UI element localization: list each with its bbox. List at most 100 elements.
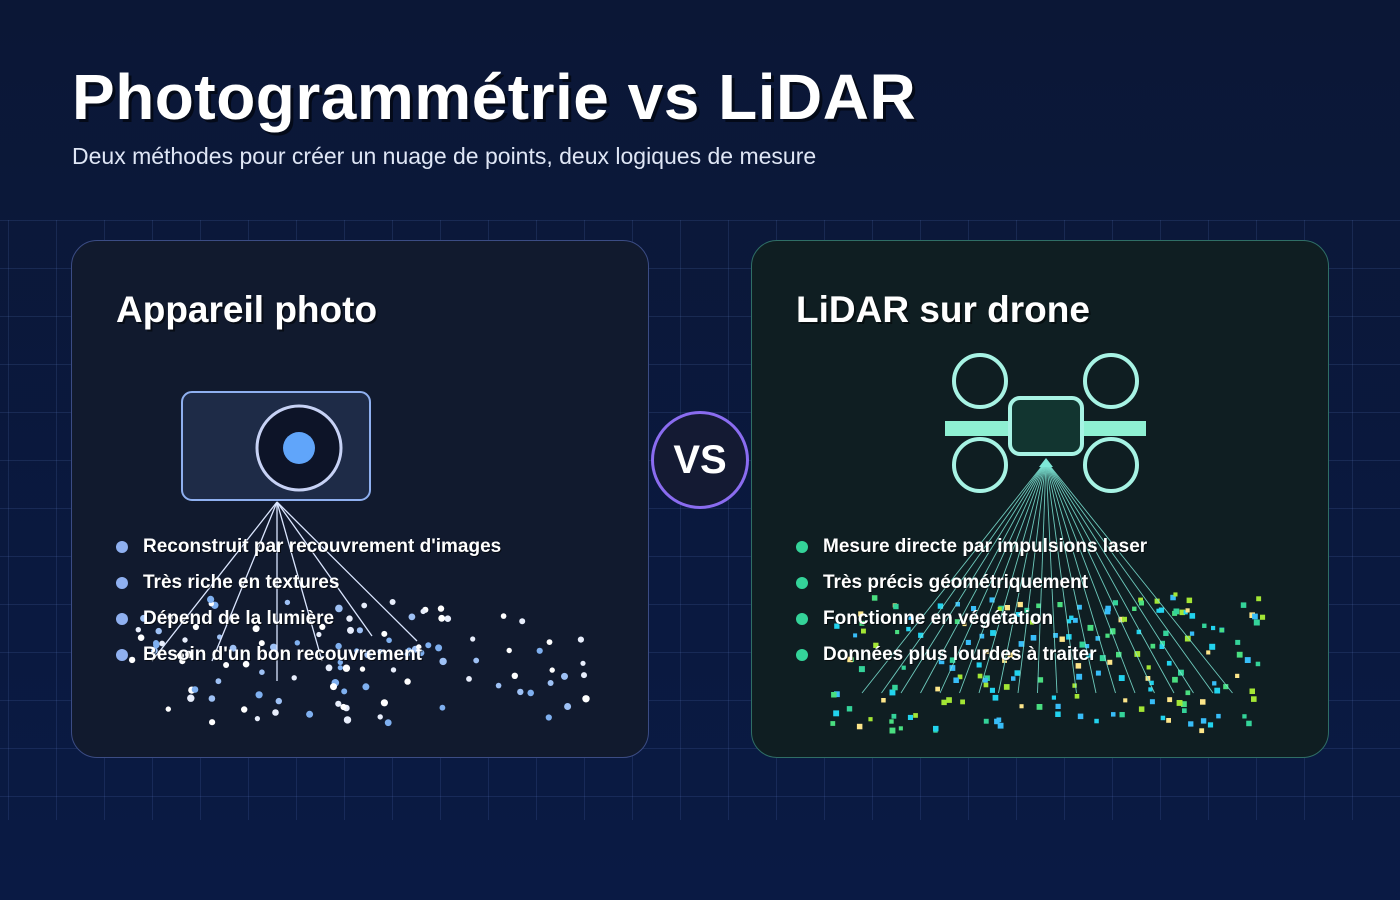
lidar-point bbox=[1240, 602, 1247, 608]
point-cloud-point bbox=[337, 659, 343, 665]
point-cloud-point bbox=[192, 623, 199, 631]
lidar-point bbox=[1116, 651, 1122, 658]
lidar-point bbox=[830, 721, 836, 726]
point-cloud-point bbox=[377, 649, 383, 655]
point-cloud-point bbox=[549, 667, 555, 673]
bullet-dot-icon bbox=[796, 541, 808, 553]
laser-beam bbox=[1037, 460, 1047, 694]
point-cloud-point bbox=[165, 706, 171, 712]
laser-beam bbox=[1045, 460, 1155, 694]
lidar-point bbox=[1076, 673, 1083, 680]
lidar-laser-beams bbox=[861, 458, 1233, 694]
point-cloud-point bbox=[187, 694, 195, 702]
lidar-point bbox=[1185, 690, 1191, 696]
lidar-point bbox=[1149, 680, 1154, 685]
lidar-point bbox=[997, 606, 1002, 611]
lidar-point bbox=[976, 662, 982, 668]
lidar-point bbox=[1185, 608, 1190, 613]
point-cloud-point bbox=[252, 625, 260, 633]
lidar-bullet-list: Mesure directe par impulsions laser Très… bbox=[796, 535, 1147, 679]
lidar-point bbox=[1111, 712, 1116, 717]
point-cloud-point bbox=[386, 637, 392, 644]
lidar-point bbox=[1069, 615, 1074, 620]
lidar-point bbox=[891, 713, 897, 719]
lidar-point bbox=[1167, 697, 1173, 703]
lidar-point bbox=[1207, 722, 1214, 728]
lidar-point bbox=[979, 633, 985, 639]
point-cloud-point bbox=[208, 695, 216, 702]
point-cloud-point bbox=[343, 716, 352, 724]
lidar-point bbox=[1172, 676, 1178, 683]
point-cloud-point bbox=[380, 699, 388, 707]
point-cloud-point bbox=[425, 642, 432, 649]
lidar-point bbox=[871, 595, 878, 601]
lidar-point bbox=[1173, 608, 1180, 615]
point-cloud-point bbox=[389, 599, 396, 605]
lidar-point bbox=[1095, 670, 1101, 676]
point-cloud-point bbox=[151, 647, 158, 654]
lidar-point bbox=[868, 717, 873, 722]
camera-ray bbox=[276, 501, 373, 637]
camera-ray bbox=[276, 501, 418, 642]
lidar-point bbox=[960, 699, 965, 705]
lidar-point bbox=[913, 713, 918, 718]
point-cloud-point bbox=[418, 649, 425, 657]
lidar-point bbox=[1166, 718, 1171, 723]
point-cloud-point bbox=[364, 650, 372, 659]
lidar-point bbox=[1112, 600, 1118, 606]
lidar-point bbox=[1036, 704, 1043, 710]
point-cloud-point bbox=[390, 667, 397, 673]
point-cloud-point bbox=[153, 640, 159, 646]
lidar-point bbox=[938, 658, 945, 665]
lidar-point bbox=[907, 714, 913, 720]
lidar-point bbox=[1260, 614, 1266, 620]
lidar-point bbox=[1104, 608, 1111, 615]
point-cloud-point bbox=[255, 691, 263, 699]
point-cloud-point bbox=[500, 613, 507, 619]
laser-beam bbox=[1045, 460, 1233, 694]
lidar-point bbox=[971, 606, 977, 612]
lidar-point bbox=[853, 633, 858, 638]
lidar-point bbox=[1037, 677, 1044, 683]
lidar-point bbox=[983, 677, 988, 683]
point-cloud-point bbox=[582, 695, 590, 703]
camera-icon bbox=[181, 391, 371, 501]
lidar-point bbox=[1163, 630, 1169, 636]
lidar-point bbox=[846, 706, 853, 712]
lidar-point bbox=[1077, 713, 1084, 720]
lidar-point bbox=[1122, 616, 1127, 622]
lidar-point bbox=[965, 639, 971, 645]
lidar-point bbox=[1235, 639, 1241, 645]
lidar-point bbox=[954, 619, 960, 624]
photo-point-cloud bbox=[128, 595, 590, 727]
lidar-point bbox=[953, 677, 959, 683]
lidar-point bbox=[861, 628, 866, 634]
point-cloud-point bbox=[438, 614, 446, 622]
lidar-point bbox=[1209, 643, 1216, 650]
lidar-point bbox=[858, 666, 865, 673]
lidar-point bbox=[1219, 628, 1224, 633]
lidar-point bbox=[1223, 684, 1229, 690]
laser-beam bbox=[959, 460, 1047, 694]
lidar-point bbox=[1079, 641, 1086, 648]
lidar-point bbox=[1200, 699, 1206, 705]
point-cloud-point bbox=[155, 627, 162, 635]
point-cloud-point bbox=[330, 683, 337, 691]
bullet-text: Très riche en textures bbox=[143, 572, 340, 593]
lidar-point bbox=[992, 694, 999, 701]
list-item: Dépend de la lumière bbox=[116, 607, 501, 643]
lidar-point bbox=[1051, 695, 1056, 700]
laser-beam bbox=[920, 460, 1047, 694]
point-cloud-point bbox=[229, 644, 237, 652]
lidar-point bbox=[989, 687, 995, 693]
bullet-text: Reconstruit par recouvrement d'images bbox=[143, 536, 502, 557]
laser-beam bbox=[881, 460, 1047, 694]
lidar-point bbox=[1252, 613, 1258, 620]
lidar-point bbox=[1159, 644, 1165, 649]
point-cloud-point bbox=[316, 631, 322, 638]
laser-beam bbox=[1045, 460, 1058, 694]
point-cloud-point bbox=[495, 682, 502, 689]
lidar-point bbox=[1249, 688, 1255, 694]
point-cloud-point bbox=[439, 704, 446, 711]
lidar-point bbox=[1188, 721, 1194, 727]
